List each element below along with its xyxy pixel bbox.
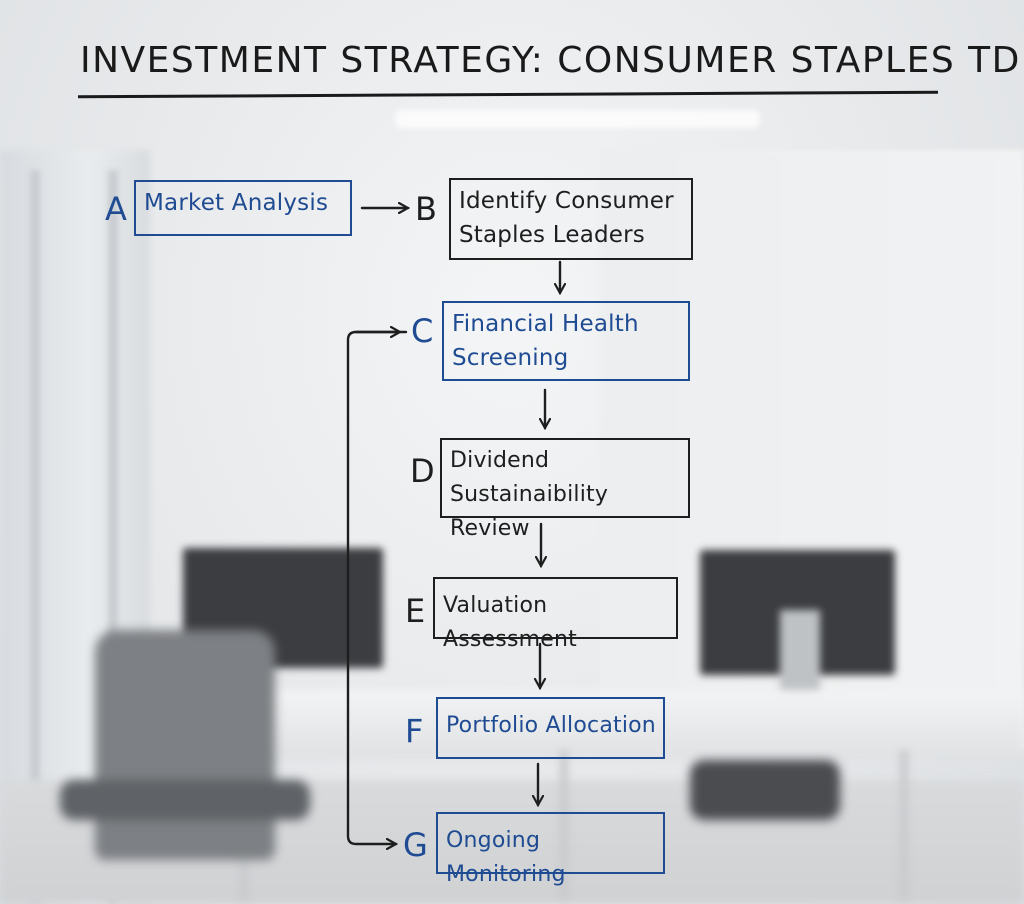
window-frame <box>30 170 40 904</box>
office-chair <box>95 630 275 860</box>
diagram-title: INVESTMENT STRATEGY: CONSUMER STAPLES TD <box>80 40 1021 81</box>
step-c-box: Financial Health Screening <box>442 301 690 381</box>
step-e-box: Valuation Assessment <box>433 577 678 652</box>
step-d-letter: D <box>410 452 435 490</box>
desk <box>150 690 1024 760</box>
office-chair <box>690 760 840 820</box>
step-d-box: Dividend Sustainaibility Review <box>440 438 690 541</box>
step-f-box: Portfolio Allocation <box>436 697 665 759</box>
desk-leg <box>560 750 568 900</box>
step-c-letter: C <box>411 312 434 350</box>
step-e-letter: E <box>405 592 426 630</box>
step-b-box: Identify Consumer Staples Leaders <box>449 178 693 260</box>
desk-leg <box>900 750 908 900</box>
step-b-letter: B <box>415 190 437 228</box>
step-g-letter: G <box>403 826 428 864</box>
office-chair-seat <box>60 780 310 820</box>
step-a-box: Market Analysis <box>134 180 352 236</box>
ceiling-light <box>395 110 760 128</box>
feedback-loop-arrow <box>346 330 408 844</box>
step-g-box: Ongoing Monitoring <box>436 812 665 887</box>
window-frame <box>108 170 118 904</box>
step-f-letter: F <box>405 712 424 750</box>
step-a-letter: A <box>105 190 127 228</box>
